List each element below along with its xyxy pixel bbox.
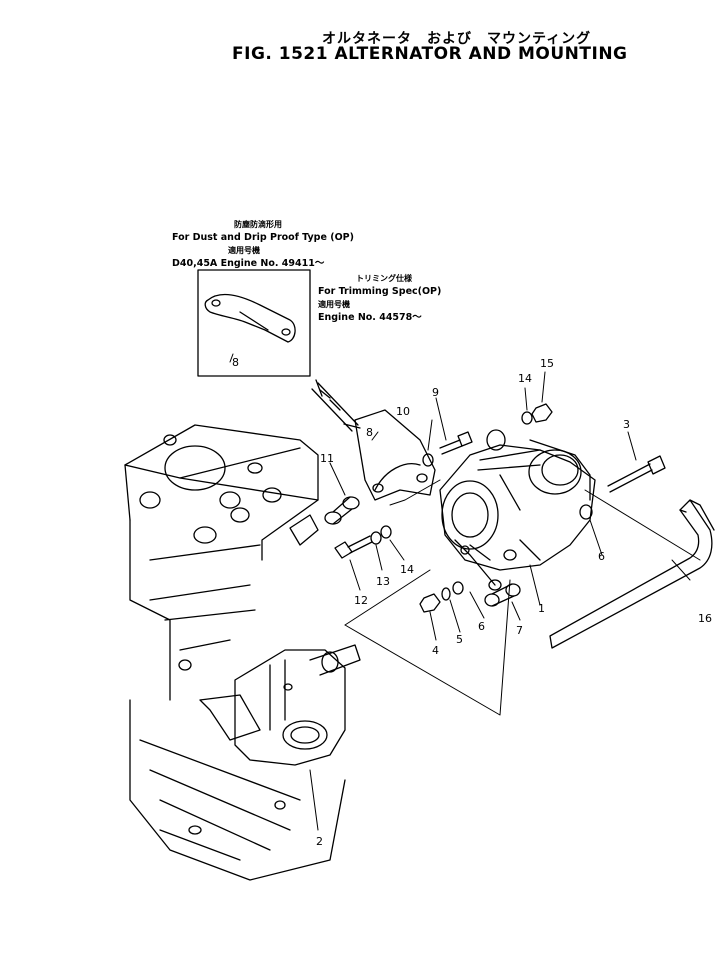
washer-14-top <box>521 411 533 425</box>
spacer-7 <box>484 583 521 607</box>
dust-proof-engine-label: D40,45A Engine No. 49411～ <box>172 258 325 269</box>
callout-labels: 1 2 3 4 5 6 6 7 8 8 9 10 11 12 13 14 14 … <box>232 356 712 848</box>
leader-lines <box>229 353 701 831</box>
washer-5 <box>441 587 451 601</box>
trimming-spec-label: For Trimming Spec(OP) <box>318 286 442 297</box>
v-belt-16 <box>549 499 715 649</box>
callout-6-right: 6 <box>598 550 605 563</box>
spacer-11 <box>324 496 360 525</box>
callout-11: 11 <box>320 452 334 465</box>
nut-4 <box>419 593 441 613</box>
trimming-note: トリミング仕様 For Trimming Spec(OP) 適用号機 Engin… <box>318 272 441 324</box>
callout-1: 1 <box>538 602 545 615</box>
trimming-jp-applicable: 適用号機 <box>318 300 350 309</box>
callout-12: 12 <box>354 594 368 607</box>
figure-title-japanese: オルタネータ および マウンティング <box>322 31 592 47</box>
callout-4: 4 <box>432 644 439 657</box>
dust-proof-bracket-inset <box>197 269 311 377</box>
callout-14-upper: 14 <box>518 372 532 385</box>
dust-proof-jp-header: 防塵防滴形用 <box>234 220 282 229</box>
callout-6-lower: 6 <box>478 620 485 633</box>
callout-8-inset: 8 <box>232 356 239 369</box>
bolt-9 <box>439 431 473 455</box>
callout-3: 3 <box>623 418 630 431</box>
mounting-bracket-2 <box>234 644 361 766</box>
callout-13: 13 <box>376 575 390 588</box>
washer-10 <box>422 453 434 467</box>
washer-13 <box>370 531 382 545</box>
adjusting-bracket-8 <box>354 409 436 501</box>
dust-proof-note: 防塵防滴形用 For Dust and Drip Proof Type (OP)… <box>172 218 354 270</box>
washer-14 <box>380 525 392 539</box>
trimming-engine-label: Engine No. 44578～ <box>318 312 422 323</box>
callout-10: 10 <box>396 405 410 418</box>
trimming-jp-header: トリミング仕様 <box>356 274 412 283</box>
callout-2: 2 <box>316 835 323 848</box>
dust-proof-type-label: For Dust and Drip Proof Type (OP) <box>172 232 354 243</box>
nut-15 <box>531 403 553 423</box>
bolt-3 <box>607 455 666 493</box>
washer-6-lower <box>452 581 464 595</box>
callout-7: 7 <box>516 624 523 637</box>
figure-title: FIG. 1521 ALTERNATOR AND MOUNTING <box>232 44 628 64</box>
callout-5: 5 <box>456 633 463 646</box>
callout-9: 9 <box>432 386 439 399</box>
alternator-1 <box>439 429 596 591</box>
callout-15: 15 <box>540 357 554 370</box>
callout-8: 8 <box>366 426 373 439</box>
bolt-12 <box>334 535 373 559</box>
washer-6-right <box>579 504 593 520</box>
callout-16: 16 <box>698 612 712 625</box>
engine-block <box>124 424 346 881</box>
dust-proof-jp-applicable: 適用号機 <box>228 246 260 255</box>
exchange-arrow <box>311 379 361 432</box>
callout-14-lower: 14 <box>400 563 414 576</box>
